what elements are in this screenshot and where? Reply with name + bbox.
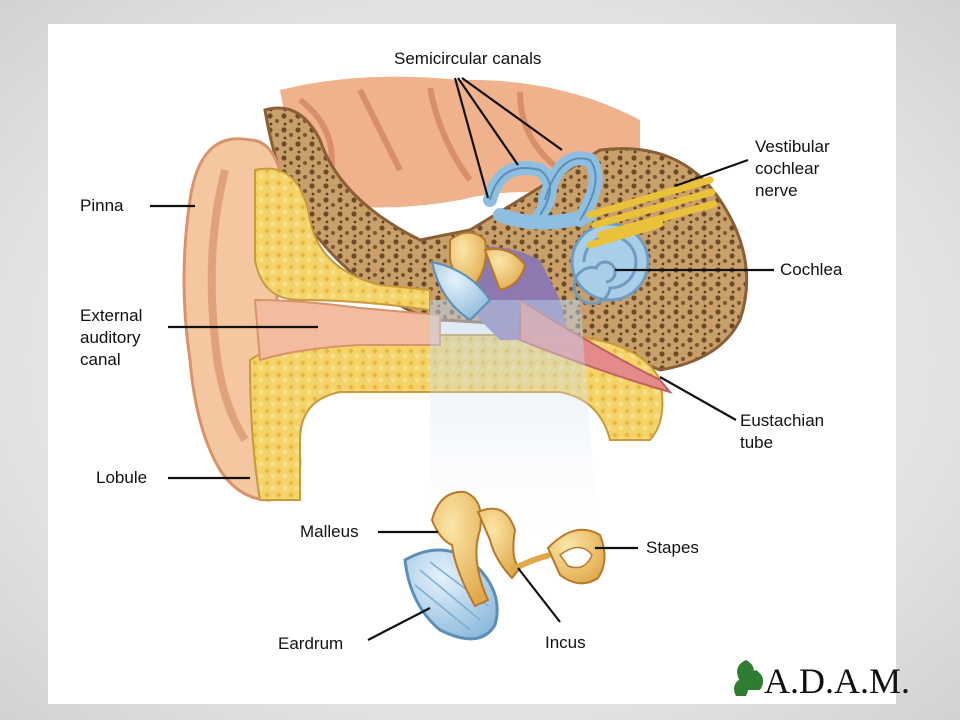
- leader-lines: [150, 77, 774, 641]
- label-cochlea: Cochlea: [780, 260, 843, 279]
- label-eustachian-tube: Eustachian tube: [740, 411, 825, 452]
- label-pinna: Pinna: [80, 196, 124, 215]
- ossicles-in-situ: [430, 231, 527, 322]
- projection-beam: [430, 300, 600, 560]
- label-malleus: Malleus: [300, 522, 359, 541]
- label-lobule: Lobule: [96, 468, 148, 487]
- label-incus: Incus: [545, 633, 586, 652]
- adam-leaf-icon: [734, 660, 764, 696]
- enlarged-ossicles: [403, 490, 606, 641]
- label-semicircular-canals: Semicircular canals: [394, 49, 542, 68]
- label-vestibular-cochlear-nerve: Vestibular cochlear nerve: [755, 137, 830, 200]
- label-external-auditory-canal: External auditory canal: [80, 306, 143, 369]
- label-eardrum: Eardrum: [278, 634, 344, 653]
- incus-shape: [476, 507, 522, 580]
- vestibular-cochlear-nerve-shape: [586, 176, 718, 249]
- label-stapes: Stapes: [646, 538, 699, 557]
- adam-logo: A.D.A.M.: [764, 661, 911, 701]
- malleus-shape: [430, 490, 490, 608]
